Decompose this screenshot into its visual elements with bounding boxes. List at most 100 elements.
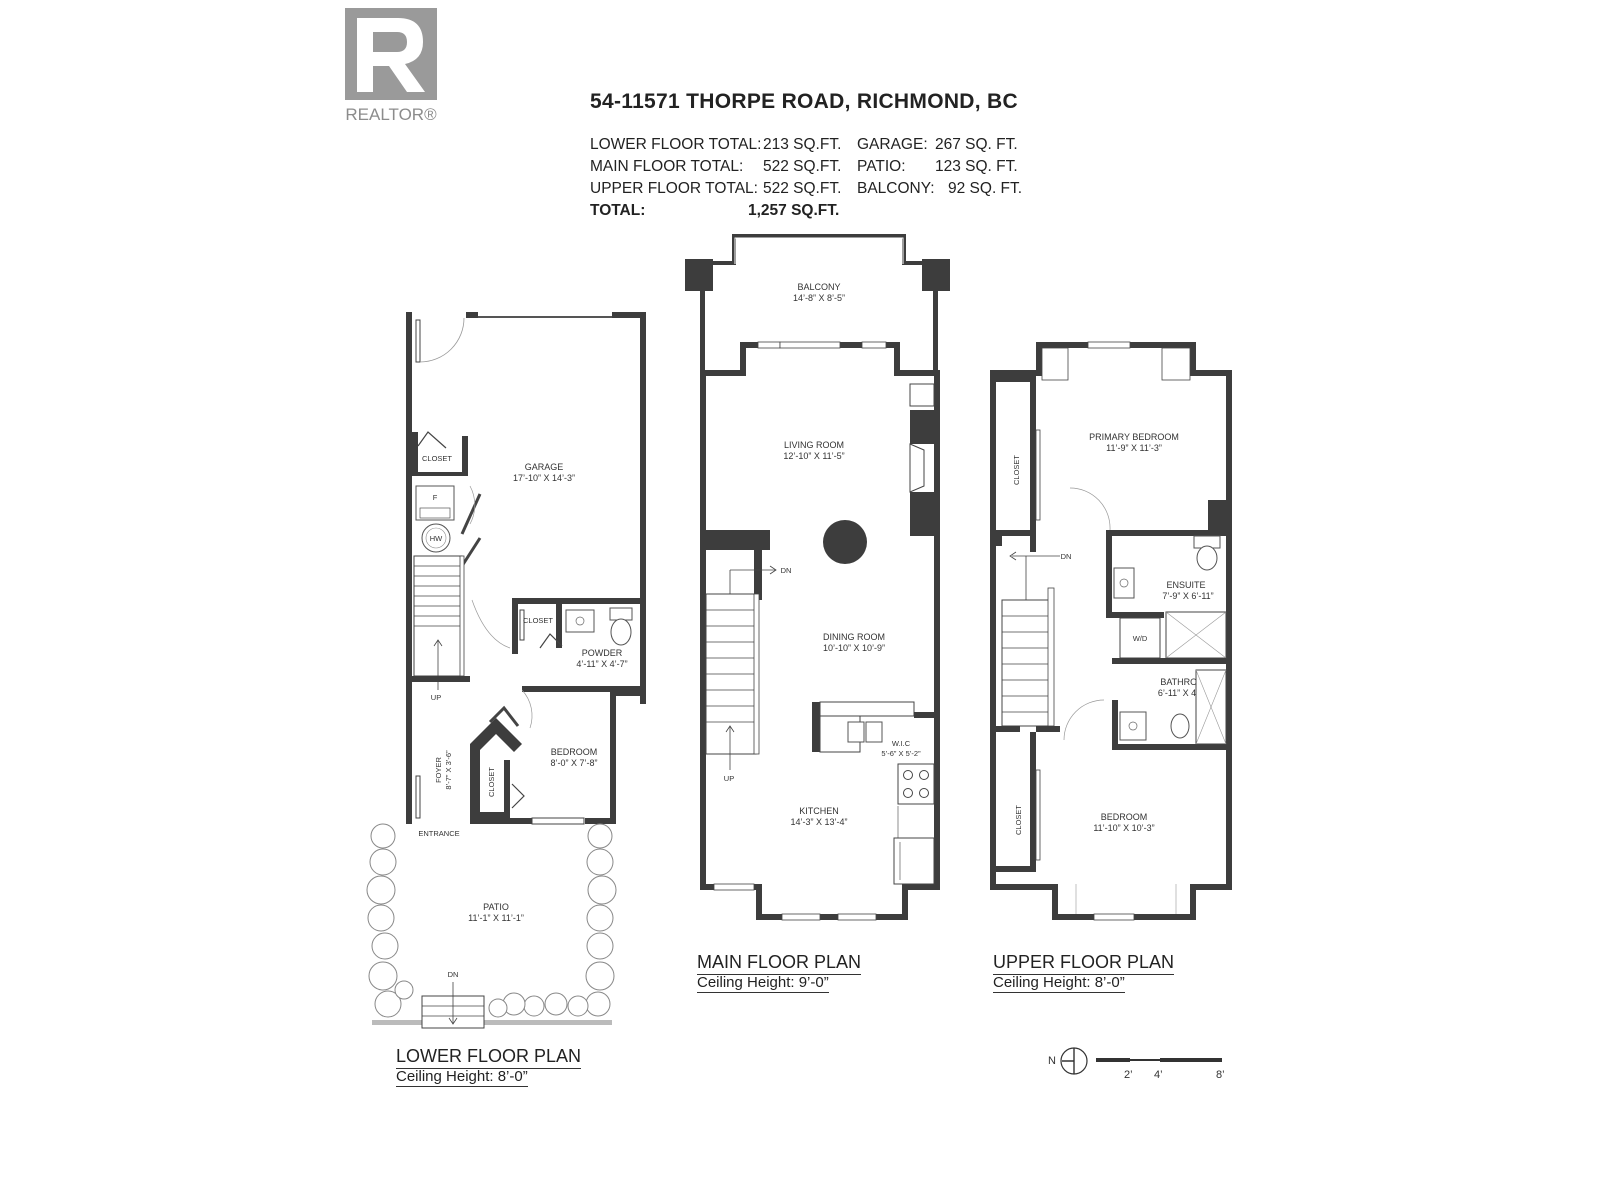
wall (1106, 612, 1164, 618)
stairs-up-label: UP (724, 774, 734, 783)
closet-label: CLOSET (487, 767, 496, 797)
sliding-door (779, 341, 841, 349)
lower-floor-total-label: LOWER FLOOR TOTAL: (590, 136, 762, 153)
stair-wall (706, 530, 770, 550)
door-swing (471, 599, 511, 649)
lower-ceiling-height: Ceiling Height: 8’-0” (396, 1068, 528, 1087)
lower-floor-plan-title-text: LOWER FLOOR PLAN (396, 1046, 582, 1069)
upper-floor-plan: CLOSET PRIMARY BEDROOM 11’-9” X 11’-3” E… (990, 341, 1232, 921)
window (1087, 341, 1131, 349)
realtor-r-icon: REALTOR® (345, 8, 437, 124)
closet-door (417, 431, 447, 449)
wall (412, 472, 468, 476)
door (519, 609, 525, 641)
wall (1112, 658, 1226, 664)
sink-basin (1128, 721, 1138, 731)
window (781, 913, 821, 921)
stove (897, 763, 935, 805)
fireplace (909, 443, 925, 493)
main-floor-total-value: 522 SQ.FT. (763, 158, 842, 175)
foyer-dim: 8’-7” X 3’-6” (444, 750, 453, 790)
main-floor-plan-title-text: MAIN FLOOR PLAN (697, 952, 862, 975)
wall (504, 760, 510, 818)
counter (819, 701, 915, 717)
wall (996, 726, 1020, 732)
hot-water-tank-inner (425, 527, 447, 549)
wall (522, 686, 646, 692)
main-floor-total-label: MAIN FLOOR TOTAL: (590, 158, 744, 175)
bedroom-name: BEDROOM (551, 747, 598, 757)
wall (612, 312, 646, 318)
entrance-label: ENTRANCE (418, 829, 459, 838)
patio-dim: 11’-1” X 11’-1” (468, 913, 524, 923)
wall (1112, 700, 1118, 748)
closet-door (511, 783, 525, 809)
fireplace-column (910, 410, 934, 444)
toilet-bowl (610, 618, 632, 646)
upper-floor-plan-title-text: UPPER FLOOR PLAN (993, 952, 1175, 975)
hot-water-label: HW (430, 534, 443, 543)
powder-dim: 4’-11” X 4’-7” (576, 659, 627, 669)
powder-name: POWDER (582, 648, 623, 658)
closet-label: CLOSET (1012, 455, 1021, 485)
main-floor-plan: BALCONY 14’-8” X 8’-5” LIVING ROOM 12’-1… (685, 234, 950, 921)
wall (1106, 530, 1226, 536)
garage-dim: 17’-10” X 14’-3” (513, 473, 575, 483)
bedroom-dim: 11’-10” X 10’-3” (1093, 823, 1154, 833)
lower-floor-plan: CLOSET GARAGE 17’-10” X 14’-3” F HW UP (366, 312, 646, 1029)
scale-tick-4: 4’ (1154, 1069, 1163, 1081)
furnace-label: F (433, 493, 438, 502)
window (713, 883, 755, 891)
wall (462, 436, 468, 476)
wall (512, 598, 518, 654)
bathroom-name: BATHROOM (1160, 677, 1211, 687)
garage-area-value: 267 SQ. FT. (935, 136, 1018, 153)
closet-door (1035, 429, 1041, 521)
living-room-name: LIVING ROOM (784, 440, 844, 450)
wall (512, 598, 646, 604)
wall (996, 530, 1036, 536)
upper-floor-total-value: 522 SQ.FT. (763, 180, 842, 197)
stair-wall (754, 550, 762, 600)
washer-dryer-label: W/D (1133, 634, 1148, 643)
balcony-area-value: 92 SQ. FT. (948, 180, 1023, 197)
wall (914, 712, 934, 718)
kitchen-dim: 14’-3” X 13’-4” (790, 817, 847, 827)
shrubs-left (366, 823, 414, 1018)
wall (585, 818, 616, 824)
lower-floor-total-value: 213 SQ.FT. (763, 136, 842, 153)
burner (903, 788, 913, 798)
balcony-railing-inner (734, 237, 904, 264)
upper-ceiling-height-text: Ceiling Height: 8’-0” (993, 974, 1125, 993)
wall (610, 690, 616, 824)
wall (996, 536, 1002, 546)
scale-tick-2: 2’ (1124, 1069, 1133, 1081)
sink-basin (575, 616, 585, 626)
patio-area-value: 123 SQ. FT. (935, 158, 1018, 175)
toilet-bowl (1196, 545, 1218, 571)
built-in (1041, 347, 1069, 381)
island-end (812, 702, 820, 752)
realtor-wordmark: REALTOR® (345, 105, 437, 124)
primary-bedroom-dim: 11’-9” X 11’-3” (1106, 443, 1162, 453)
stairs-dn-label: DN (781, 566, 792, 575)
patio-stairs-dn-label: DN (448, 970, 459, 979)
north-arrow-needle (1062, 1048, 1075, 1074)
toilet-bowl (1170, 713, 1190, 739)
upper-ceiling-height: Ceiling Height: 8’-0” (993, 974, 1125, 993)
main-stairs (705, 565, 777, 770)
sink-right (865, 721, 883, 743)
built-in (1161, 347, 1191, 381)
closet-door (539, 633, 563, 649)
realtor-logo: REALTOR® (343, 8, 439, 126)
door (460, 537, 482, 567)
window (1093, 913, 1135, 921)
door-swing (469, 485, 476, 525)
washer-dryer (1119, 617, 1161, 659)
fireplace-column (910, 492, 934, 536)
property-address: 54-11571 THORPE ROAD, RICHMOND, BC (590, 90, 1018, 113)
window (861, 341, 887, 349)
furnace-panel (419, 507, 451, 519)
closet-label: CLOSET (523, 616, 553, 625)
